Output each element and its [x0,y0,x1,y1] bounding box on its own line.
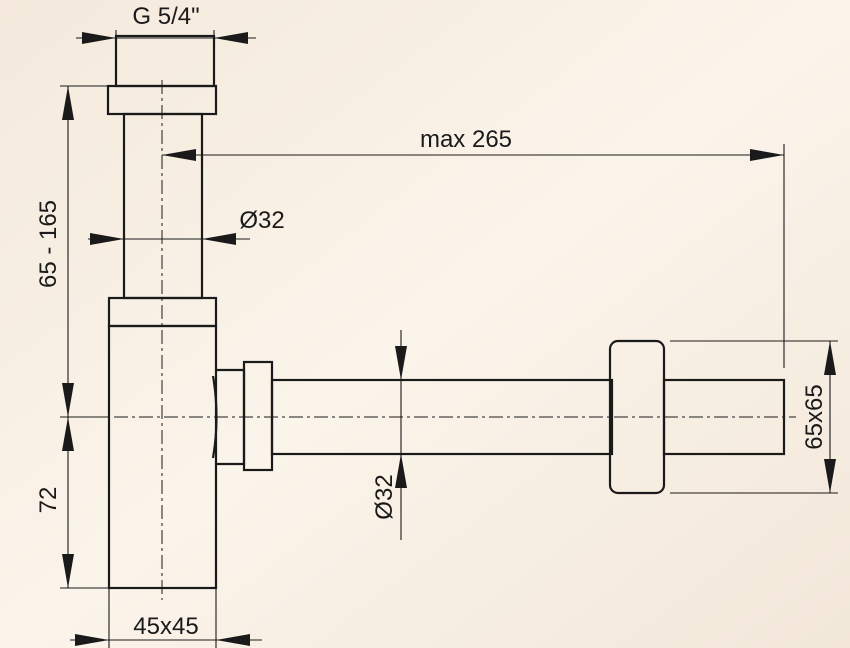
pipe-arrow-bottom [395,454,407,488]
tube-arrow-left [90,233,124,245]
tube-diameter-label: Ø32 [239,207,284,234]
rosette-arrow-top [824,341,836,375]
thread-arrow-right [214,32,248,44]
height-arrow-top [62,86,74,120]
body-arrow-right [216,634,250,646]
bottom-arrow-top [62,417,74,451]
dimension-labels: G 5/4" max 265 Ø32 65 - 165 72 45x45 Ø32… [35,3,828,640]
pipe-arrow-top [395,346,407,380]
length-arrow-left [162,149,196,161]
height-arrow-bottom [62,383,74,417]
bottom-height-label: 72 [35,487,62,514]
height-range-label: 65 - 165 [35,200,62,288]
pipe-diameter-label: Ø32 [371,474,398,519]
body-size-label: 45x45 [133,613,198,640]
center-lines [64,80,796,600]
dimension-lines [60,30,838,648]
thread-arrow-left [82,32,116,44]
length-label: max 265 [420,126,512,153]
tube-arrow-right [202,233,236,245]
thread-label: G 5/4" [132,3,199,30]
rosette-size-label: 65x65 [801,384,828,449]
body-arrow-left [75,634,109,646]
length-arrow-right [750,149,784,161]
rosette-arrow-bottom [824,459,836,493]
bottom-arrow-bottom [62,554,74,588]
